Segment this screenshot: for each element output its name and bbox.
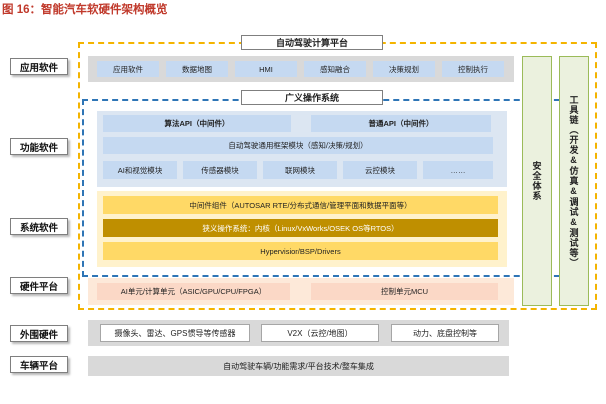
app-item-3: HMI: [235, 61, 297, 77]
common-api: 普通API（中间件）: [311, 115, 491, 132]
module-network: 联网模块: [263, 161, 337, 179]
safety-system: 安全体系: [522, 56, 552, 306]
app-item-4: 感知融合: [304, 61, 366, 77]
middleware-component: 中间件组件（AUTOSAR RTE/分布式通信/管理平面和数据平面等）: [103, 196, 498, 214]
hypervisor-drivers: Hypervisior/BSP/Drivers: [103, 242, 498, 260]
periph-sensors: 摄像头、雷达、GPS惯导等传感器: [100, 324, 250, 342]
kernel-os: 狭义操作系统：内核（Linux/VxWorks/OSEK OS等RTOS）: [103, 219, 498, 237]
app-item-1: 应用软件: [97, 61, 159, 77]
algo-api: 算法API（中间件）: [103, 115, 291, 132]
framework-module: 自动驾驶通用框架模块（感知/决策/规划）: [103, 137, 493, 154]
layer-label-periph: 外围硬件: [10, 325, 68, 342]
app-item-5: 决策规划: [373, 61, 435, 77]
layer-label-func: 功能软件: [10, 138, 68, 155]
app-item-6: 控制执行: [442, 61, 504, 77]
vehicle-platform: 自动驾驶车辆/功能需求/平台技术/整车集成: [88, 356, 509, 376]
os-title: 广义操作系统: [241, 90, 383, 105]
module-cloud: 云控模块: [343, 161, 417, 179]
ai-compute-unit: AI单元/计算单元（ASIC/GPU/CPU/FPGA）: [97, 283, 290, 300]
module-ai-vision: AI和视觉模块: [103, 161, 177, 179]
periph-v2x: V2X（云控/地图）: [261, 324, 379, 342]
layer-label-app: 应用软件: [10, 58, 68, 75]
app-item-2: 数据地图: [166, 61, 228, 77]
mcu-control-unit: 控制单元MCU: [311, 283, 498, 300]
periph-powertrain: 动力、底盘控制等: [391, 324, 499, 342]
layer-label-hw: 硬件平台: [10, 277, 68, 294]
module-more: ……: [423, 161, 493, 179]
layer-label-sys: 系统软件: [10, 218, 68, 235]
platform-title: 自动驾驶计算平台: [241, 35, 383, 50]
figure-title: 图 16：智能汽车软硬件架构概览: [2, 4, 168, 16]
toolchain: 工具链（开发&仿真&调试&测试等）: [559, 56, 589, 306]
layer-label-vehicle: 车辆平台: [10, 356, 68, 373]
module-sensor: 传感器模块: [183, 161, 257, 179]
